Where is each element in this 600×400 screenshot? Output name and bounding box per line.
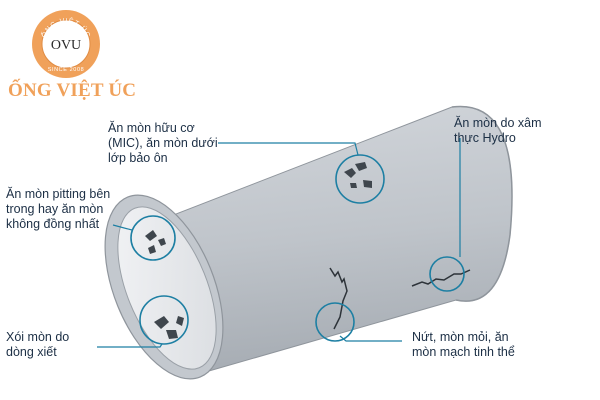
pipe-body: [126, 105, 513, 376]
label-pitting-corrosion: Ăn mòn pitting bên trong hay ăn mòn khôn…: [6, 187, 111, 231]
logo-ring-bottom: SINCE 2008: [48, 67, 85, 73]
logo-center: OVU: [51, 38, 81, 53]
callout-circles: [130, 154, 465, 345]
label-erosion-corrosion: Xói mòn do dòng xiết: [6, 330, 70, 359]
label-mic-corrosion: Ăn mòn hữu cơ (MIC), ăn mòn dưới lớp bảo…: [108, 121, 218, 165]
brand-name: ỐNG VIỆT ÚC: [8, 80, 137, 101]
crack-marks: [329, 267, 471, 330]
label-hydrogen-corrosion: Ăn mòn do xâm thực Hydro: [454, 116, 542, 145]
label-crack-fatigue: Nứt, mòn mỏi, ăn mòn mạch tinh thể: [412, 330, 515, 359]
pipe-opening: [104, 194, 224, 380]
leader-lines: [97, 138, 461, 348]
corrosion-marks: [145, 162, 372, 339]
brand-logo: ỐNG VIỆT ÚC OVU SINCE 2008: [32, 10, 100, 78]
